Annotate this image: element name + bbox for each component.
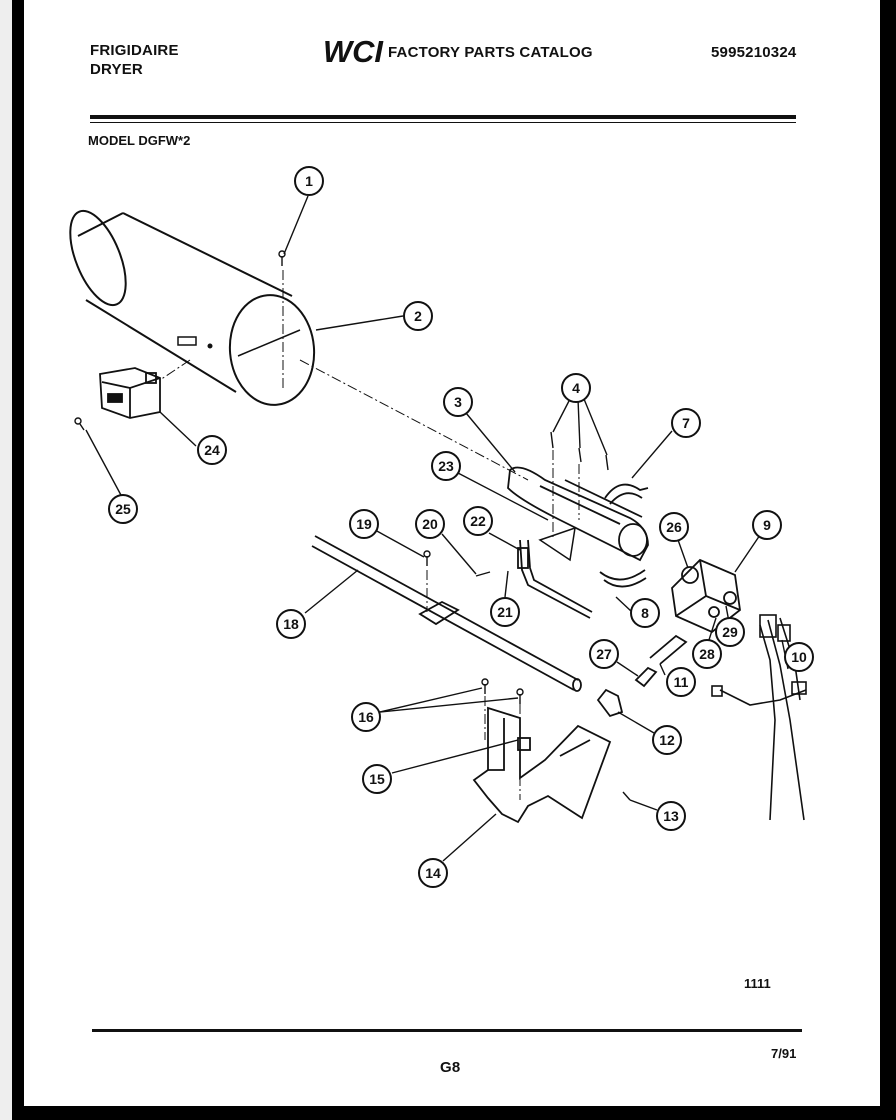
wire-harness-part [711, 614, 807, 821]
explode-guides [159, 270, 580, 800]
screws [74, 250, 631, 801]
mounting-bracket-part [472, 706, 612, 824]
callout-21: 21 [497, 604, 513, 620]
callout-18: 18 [283, 616, 299, 632]
wci-logo-text: WCI [323, 34, 384, 68]
pipe-part [634, 634, 688, 688]
figure-code: 1111 [744, 976, 771, 991]
callout-19: 19 [356, 516, 372, 532]
gas-valve-part [671, 558, 741, 634]
page-number: G8 [440, 1059, 461, 1076]
callout-2: 2 [414, 308, 422, 324]
header-rule-thin [90, 122, 796, 123]
callout-23: 23 [438, 458, 454, 474]
callout-3: 3 [454, 394, 462, 410]
callout-1: 1 [305, 173, 313, 189]
igniter-part [517, 539, 593, 619]
product-type: DRYER [90, 61, 143, 78]
support-tube-part [311, 535, 582, 692]
callout-4: 4 [572, 380, 580, 396]
callout-10: 10 [791, 649, 807, 665]
callout-11: 11 [674, 674, 689, 690]
leader-lines [85, 195, 789, 862]
callout-16: 16 [358, 709, 374, 725]
callout-13: 13 [663, 808, 679, 824]
footer-rule [92, 1029, 802, 1032]
wci-logo: WCI [322, 34, 384, 69]
switch-part [99, 367, 161, 419]
callout-8: 8 [641, 605, 649, 621]
left-margin-edge [0, 0, 12, 1120]
bracket-7-part [604, 483, 649, 505]
callout-27: 27 [596, 646, 612, 662]
callout-12: 12 [659, 732, 675, 748]
callout-15: 15 [369, 771, 385, 787]
catalog-page [24, 0, 880, 1106]
callout-26: 26 [666, 519, 682, 535]
callout-bubbles [108, 166, 814, 888]
callout-22: 22 [470, 513, 486, 529]
clip-part [596, 688, 624, 718]
bracket-8-part [599, 569, 647, 588]
catalog-title: FACTORY PARTS CATALOG [388, 44, 593, 61]
shield-part [538, 526, 576, 562]
callout-24: 24 [204, 442, 220, 458]
callout-20: 20 [422, 516, 438, 532]
catalog-number: 5995210324 [711, 44, 797, 61]
callout-7: 7 [682, 415, 690, 431]
header-rule-thick [90, 115, 796, 119]
callout-29: 29 [722, 624, 738, 640]
drum-part [69, 209, 316, 406]
callout-25: 25 [115, 501, 131, 517]
callout-28: 28 [699, 646, 715, 662]
model-label: MODEL DGFW*2 [88, 133, 191, 148]
brand-name: FRIGIDAIRE [90, 42, 179, 59]
callout-9: 9 [763, 517, 771, 533]
revision-date: 7/91 [771, 1046, 797, 1061]
callout-14: 14 [425, 865, 441, 881]
